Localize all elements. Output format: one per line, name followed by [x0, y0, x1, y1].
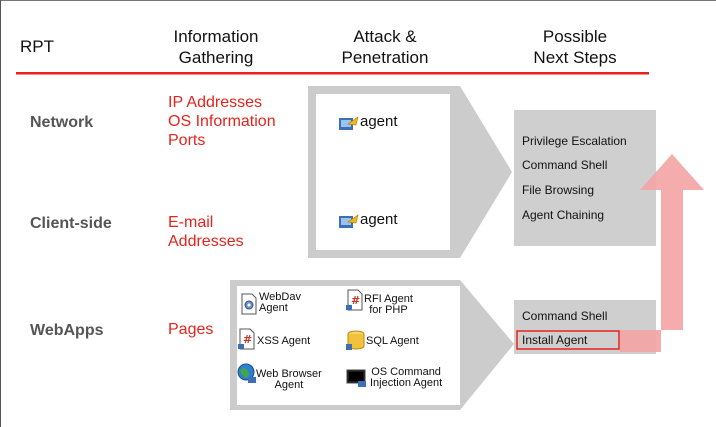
frame-left-border — [0, 0, 1, 427]
header-attack-penetration: Attack & Penetration — [320, 26, 450, 68]
agent-label-client-side: agent — [360, 211, 398, 228]
next-step-item: Command Shell — [522, 309, 608, 323]
web-agent-text: Web Browser — [256, 368, 322, 380]
web-agent-text: WebDav — [259, 291, 301, 303]
web-agent-text: Injection Agent — [370, 377, 443, 389]
next-steps-top-box — [514, 110, 656, 246]
next-step-item: Agent Chaining — [522, 208, 605, 222]
frame-top-border — [0, 0, 716, 1]
row-label-client-side: Client-side — [30, 215, 112, 232]
next-step-item: Command Shell — [522, 158, 608, 172]
next-step-item: Privilege Escalation — [522, 134, 627, 148]
svg-text:#: # — [351, 294, 360, 307]
web-browser-agent-label: Web Browser Agent — [256, 369, 322, 391]
gathering-item: Ports — [168, 132, 206, 149]
hash-document-icon: # — [346, 289, 363, 311]
gathering-webapps: Pages — [168, 320, 213, 339]
next-step-item-install-agent: Install Agent — [522, 333, 588, 347]
header-attack-line2: Penetration — [341, 48, 429, 67]
globe-icon — [237, 363, 256, 383]
web-agent-text: OS Command — [371, 366, 441, 378]
agent-icon — [339, 116, 359, 130]
gathering-item: E-mail — [168, 214, 214, 231]
terminal-icon — [346, 369, 366, 387]
install-agent-highlight — [516, 330, 620, 350]
os-command-agent-label: OS Command Injection Agent — [370, 367, 442, 389]
loop-back-arrow — [620, 154, 704, 352]
gathering-item: IP Addresses — [168, 94, 262, 111]
web-agent-text: for PHP — [369, 304, 408, 316]
agent-icon — [339, 214, 359, 228]
header-info-line1: Information — [173, 27, 259, 46]
webdav-agent-label: WebDav Agent — [259, 292, 301, 314]
svg-text:#: # — [243, 333, 252, 346]
header-attack-line1: Attack & — [353, 27, 417, 46]
gathering-item: Pages — [168, 321, 214, 338]
header-possible-next-steps: Possible Next Steps — [510, 26, 640, 68]
rfi-agent-label: RFI Agent for PHP — [364, 294, 413, 316]
gathering-item: Addresses — [168, 233, 244, 250]
web-agent-text: Agent — [274, 379, 304, 391]
header-next-line1: Possible — [542, 27, 608, 46]
hash-document-icon: # — [238, 328, 255, 350]
row-label-network: Network — [30, 114, 94, 131]
header-rpt: RPT — [20, 37, 54, 56]
next-step-item: File Browsing — [522, 183, 595, 197]
gathering-network: IP Addresses OS Information Ports — [168, 93, 276, 150]
header-information-gathering: Information Gathering — [156, 26, 276, 68]
header-next-line2: Next Steps — [533, 48, 617, 67]
row-label-webapps: WebApps — [30, 322, 104, 339]
database-icon — [346, 330, 365, 350]
header-rule — [16, 72, 649, 75]
gear-document-icon — [241, 293, 257, 315]
web-agent-text: Agent — [259, 302, 288, 314]
attack-panel-inner — [316, 94, 450, 250]
gathering-item: OS Information — [168, 113, 276, 130]
web-agent-text: RFI Agent — [364, 293, 413, 305]
gathering-client-side: E-mail Addresses — [168, 213, 244, 251]
sql-agent-label: SQL Agent — [366, 335, 419, 347]
header-info-line2: Gathering — [178, 48, 254, 67]
xss-agent-label: XSS Agent — [257, 335, 311, 347]
agent-label-network: agent — [360, 113, 398, 130]
